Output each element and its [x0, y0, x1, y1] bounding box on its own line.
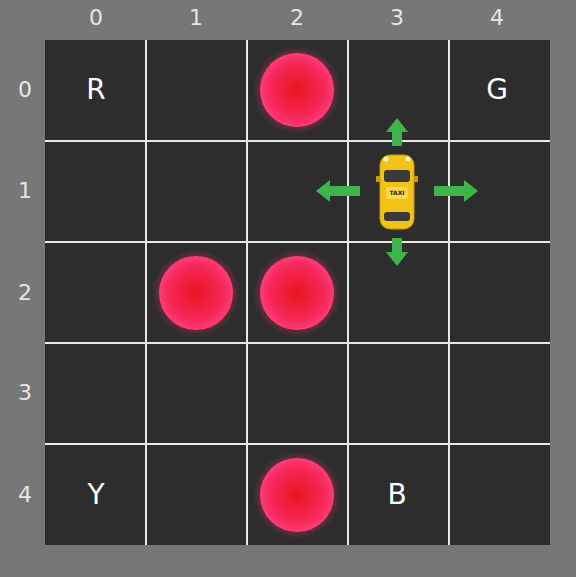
location-letter: G	[486, 76, 508, 104]
grid-ground	[45, 40, 550, 545]
column-number: 0	[89, 7, 103, 29]
location-letter: B	[387, 481, 406, 509]
taxi-sign: TAXI	[389, 190, 404, 196]
column-number: 2	[290, 7, 304, 29]
taxi-car	[376, 155, 418, 229]
obstacle-dots	[152, 46, 341, 539]
column-number: 1	[189, 7, 203, 29]
location-letter: R	[86, 76, 105, 104]
row-number: 4	[18, 484, 32, 506]
row-number: 0	[18, 79, 32, 101]
row-number: 2	[18, 282, 32, 304]
row-number: 1	[18, 180, 32, 202]
row-number: 3	[18, 382, 32, 404]
grid-lines	[45, 40, 550, 545]
location-letter: Y	[87, 481, 104, 509]
move-arrows	[316, 118, 478, 266]
column-number: 4	[490, 7, 504, 29]
column-number: 3	[390, 7, 404, 29]
